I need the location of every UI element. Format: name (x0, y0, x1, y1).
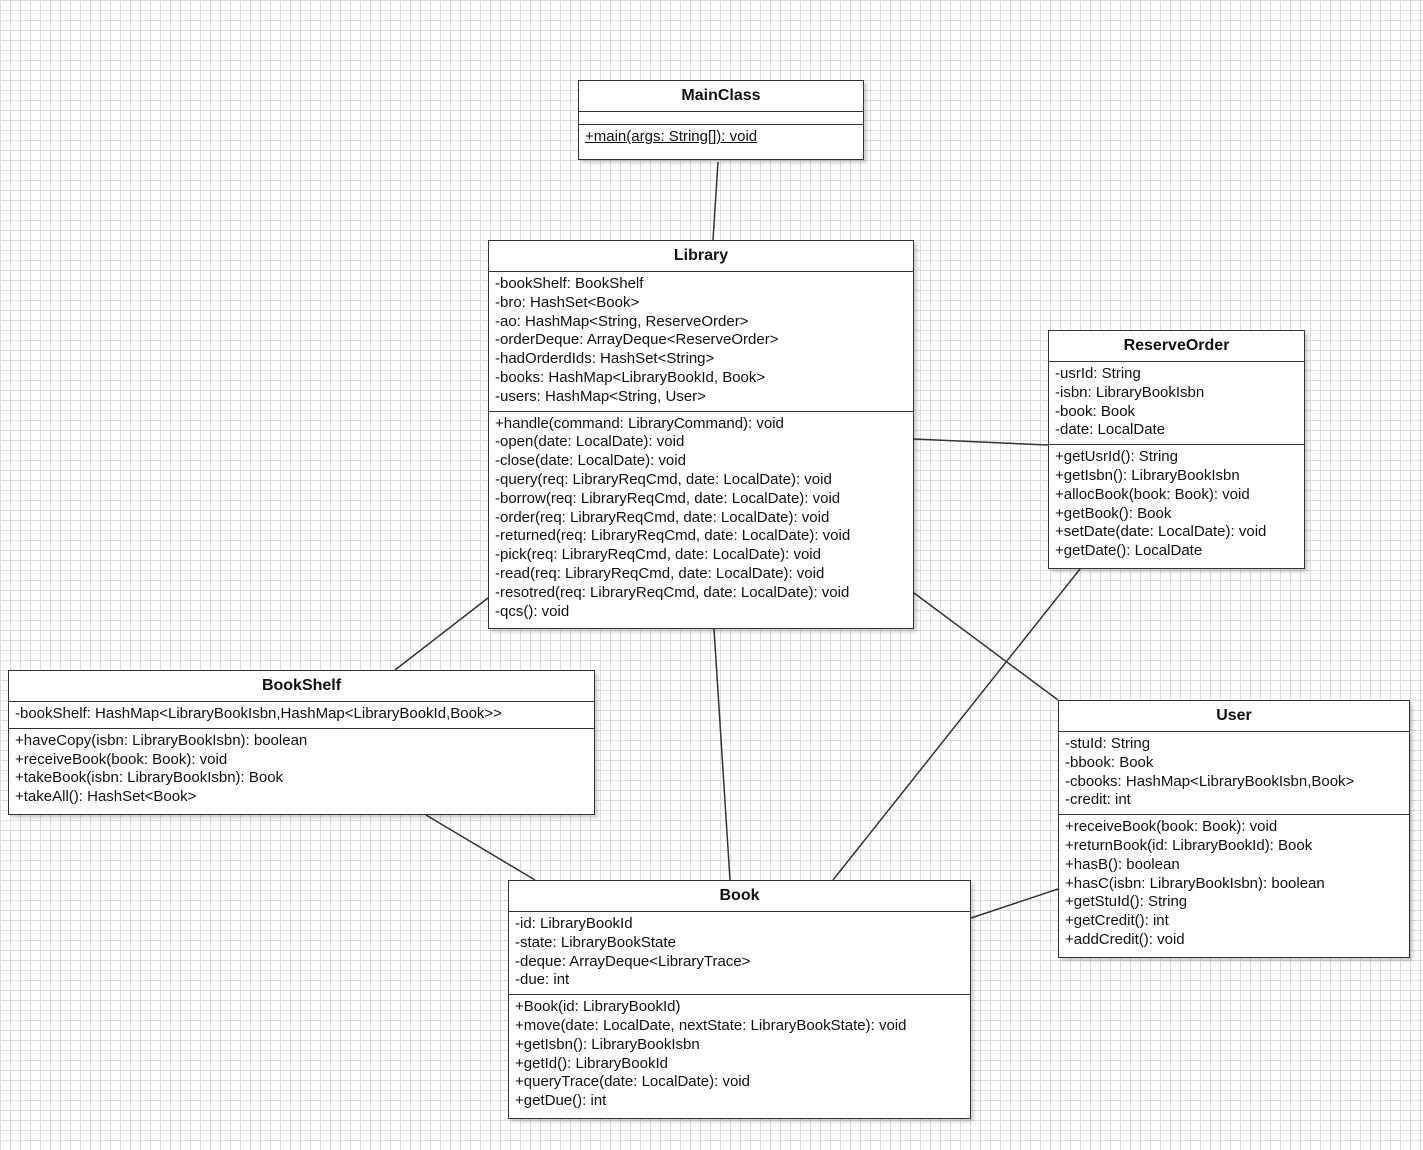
attribute-row: -isbn: LibraryBookIsbn (1055, 383, 1205, 401)
method-row: +setDate(date: LocalDate): void (1055, 523, 1267, 541)
attribute-row: -hadOrderdIds: HashSet<String> (495, 350, 715, 368)
method-row: +getIsbn(): LibraryBookIsbn (1055, 466, 1240, 484)
class-user[interactable]: User-stuId: String-bbook: Book-cbooks: H… (1058, 700, 1410, 958)
class-name: Book (509, 881, 970, 912)
method-row: +hasB(): boolean (1065, 855, 1180, 873)
class-name: MainClass (579, 81, 863, 112)
attribute-row: -ao: HashMap<String, ReserveOrder> (495, 312, 749, 330)
attribute-row: -bro: HashSet<Book> (495, 293, 640, 311)
method-row: +returnBook(id: LibraryBookId): Book (1065, 836, 1313, 854)
method-row: +hasC(isbn: LibraryBookIsbn): boolean (1065, 874, 1325, 892)
method-row: -returned(req: LibraryReqCmd, date: Loca… (495, 527, 851, 545)
attribute-row: -id: LibraryBookId (515, 915, 633, 932)
method-row: +getDue(): int (515, 1092, 607, 1110)
method-row: +allocBook(book: Book): void (1055, 485, 1250, 503)
association-reserveorder-book (832, 568, 1081, 881)
method-row: +getCredit(): int (1065, 912, 1169, 930)
attribute-row: -book: Book (1055, 402, 1136, 420)
association-bookshelf-book (425, 814, 536, 881)
method-row: -read(req: LibraryReqCmd, date: LocalDat… (495, 564, 825, 582)
attribute-row: -books: HashMap<LibraryBookId, Book> (495, 368, 766, 386)
method-row: +getUsrId(): String (1055, 448, 1178, 466)
association-mainclass-library (712, 161, 719, 241)
class-name: User (1059, 701, 1409, 732)
methods-section: +getUsrId(): String+getIsbn(): LibraryBo… (1049, 444, 1304, 565)
method-row: +takeAll(): HashSet<Book> (15, 788, 197, 806)
attribute-row: -bookShelf: HashMap<LibraryBookIsbn,Hash… (15, 705, 502, 722)
association-library-bookshelf (394, 597, 489, 671)
method-row: +receiveBook(book: Book): void (15, 750, 228, 768)
attributes-section: -stuId: String-bbook: Book-cbooks: HashM… (1059, 732, 1409, 814)
attribute-row: -orderDeque: ArrayDeque<ReserveOrder> (495, 331, 779, 349)
method-row: +receiveBook(book: Book): void (1065, 818, 1278, 836)
attributes-section (579, 112, 863, 124)
attribute-row: -credit: int (1065, 791, 1131, 809)
class-library[interactable]: Library-bookShelf: BookShelf-bro: HashSe… (488, 240, 914, 629)
attribute-row: -users: HashMap<String, User> (495, 387, 706, 405)
association-library-user (913, 592, 1059, 701)
method-row: +getDate(): LocalDate (1055, 542, 1203, 560)
method-row: -borrow(req: LibraryReqCmd, date: LocalD… (495, 489, 841, 507)
method-row: -close(date: LocalDate): void (495, 452, 686, 470)
method-row: +getStuId(): String (1065, 893, 1188, 911)
method-row: +handle(command: LibraryCommand): void (495, 414, 784, 432)
method-row: +getBook(): Book (1055, 504, 1172, 522)
method-row: +addCredit(): void (1065, 930, 1185, 948)
method-row: -resotred(req: LibraryReqCmd, date: Loca… (495, 583, 850, 601)
association-library-reserveorder (913, 438, 1049, 446)
method-row: -query(req: LibraryReqCmd, date: LocalDa… (495, 470, 832, 488)
attributes-section: -bookShelf: BookShelf-bro: HashSet<Book>… (489, 272, 913, 411)
attribute-row: -due: int (515, 971, 570, 989)
attribute-row: -deque: ArrayDeque<LibraryTrace> (515, 952, 751, 970)
methods-section: +Book(id: LibraryBookId)+move(date: Loca… (509, 994, 970, 1115)
class-book[interactable]: Book-id: LibraryBookId-state: LibraryBoo… (508, 880, 971, 1119)
methods-section: +receiveBook(book: Book): void+returnBoo… (1059, 814, 1409, 954)
association-library-book (713, 628, 731, 881)
method-row: +getIsbn(): LibraryBookIsbn (515, 1035, 700, 1053)
method-row: -pick(req: LibraryReqCmd, date: LocalDat… (495, 546, 821, 564)
attributes-section: -usrId: String-isbn: LibraryBookIsbn-boo… (1049, 362, 1304, 444)
class-name: Library (489, 241, 913, 272)
attributes-section: -bookShelf: HashMap<LibraryBookIsbn,Hash… (9, 702, 594, 728)
methods-section: +haveCopy(isbn: LibraryBookIsbn): boolea… (9, 727, 594, 811)
method-row: -order(req: LibraryReqCmd, date: LocalDa… (495, 508, 830, 526)
method-row: +move(date: LocalDate, nextState: Librar… (515, 1016, 907, 1034)
attribute-row: -stuId: String (1065, 735, 1151, 752)
method-row: +getId(): LibraryBookId (515, 1054, 668, 1072)
methods-section: +main(args: String[]): void (579, 124, 863, 151)
attributes-section: -id: LibraryBookId-state: LibraryBookSta… (509, 912, 970, 994)
class-name: ReserveOrder (1049, 331, 1304, 362)
method-row: -open(date: LocalDate): void (495, 433, 685, 451)
methods-section: +handle(command: LibraryCommand): void-o… (489, 410, 913, 626)
class-name: BookShelf (9, 671, 594, 702)
class-mainclass[interactable]: MainClass +main(args: String[]): void (578, 80, 864, 160)
method-row: +main(args: String[]): void (585, 128, 758, 145)
class-bookshelf[interactable]: BookShelf -bookShelf: HashMap<LibraryBook… (8, 670, 595, 815)
class-reserveorder[interactable]: ReserveOrder-usrId: String-isbn: Library… (1048, 330, 1305, 569)
attribute-row: -date: LocalDate (1055, 421, 1166, 439)
attribute-row: -bookShelf: BookShelf (495, 275, 644, 292)
attribute-row: -cbooks: HashMap<LibraryBookIsbn,Book> (1065, 772, 1355, 790)
association-user-book (970, 888, 1059, 919)
method-row: +Book(id: LibraryBookId) (515, 998, 681, 1016)
method-row: +takeBook(isbn: LibraryBookIsbn): Book (15, 769, 284, 787)
attribute-row: -bbook: Book (1065, 753, 1154, 771)
method-row: +haveCopy(isbn: LibraryBookIsbn): boolea… (15, 731, 308, 749)
method-row: -qcs(): void (495, 602, 570, 620)
attribute-row: -state: LibraryBookState (515, 933, 676, 951)
attribute-row: -usrId: String (1055, 365, 1141, 382)
method-row: +queryTrace(date: LocalDate): void (515, 1073, 750, 1091)
